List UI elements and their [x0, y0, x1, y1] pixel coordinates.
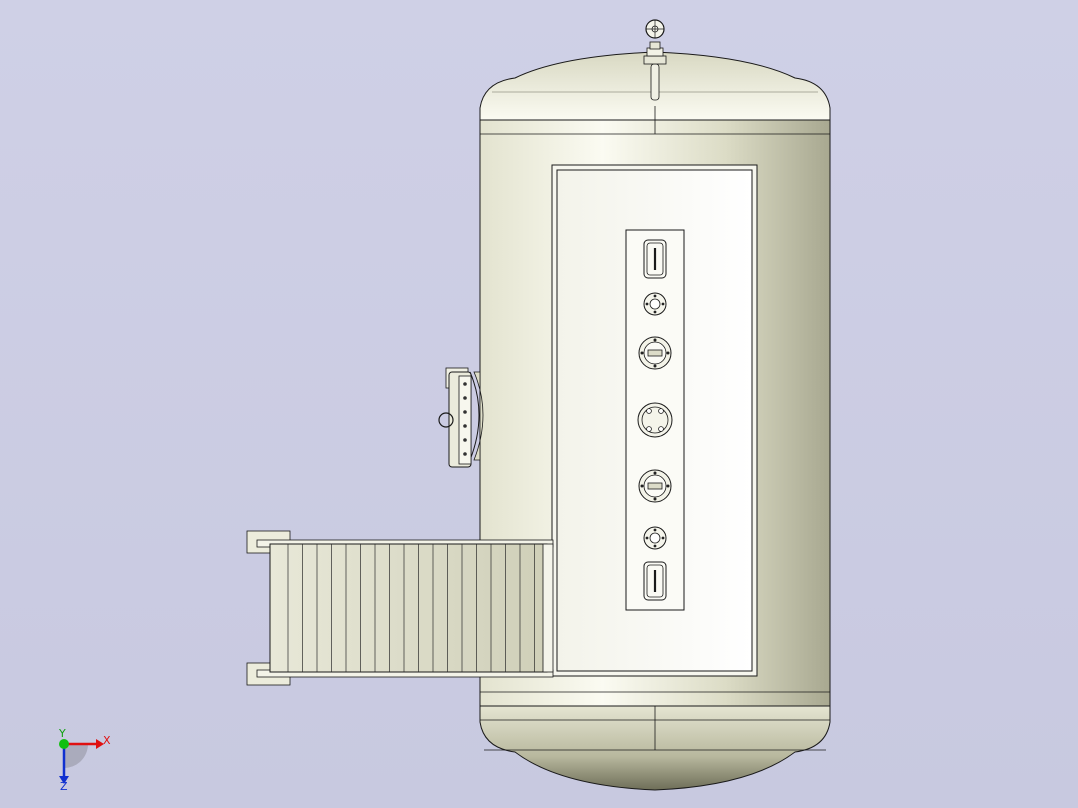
- x-arrowhead-icon: [96, 739, 104, 749]
- coordinate-triad: X Y Z: [58, 727, 111, 793]
- manway-handle-icon[interactable]: [438, 412, 454, 428]
- manway-bolts: [463, 382, 467, 456]
- top-valve[interactable]: [643, 19, 667, 101]
- ladder-body: [269, 543, 548, 673]
- manhole-flange-nozzle-icon[interactable]: [637, 402, 673, 438]
- y-axis-dot-icon: [59, 739, 69, 749]
- x-axis-label: X: [103, 734, 111, 747]
- small-flange-nozzle-icon[interactable]: [643, 526, 667, 550]
- ladder-platform[interactable]: [246, 530, 554, 686]
- ladder-rungs: [287, 544, 535, 672]
- sight-glass-nozzle-icon[interactable]: [643, 561, 667, 601]
- triad-quadrant: [64, 744, 88, 768]
- z-arrowhead-icon: [59, 776, 69, 784]
- small-flange-nozzle-icon[interactable]: [643, 292, 667, 316]
- side-manway[interactable]: [438, 367, 484, 468]
- z-axis-label: Z: [60, 780, 68, 793]
- large-flange-nozzle-icon[interactable]: [638, 336, 672, 370]
- nozzle-panel[interactable]: [625, 229, 685, 611]
- y-axis-label: Y: [58, 727, 66, 740]
- ladder-end-post: [542, 543, 554, 673]
- sight-glass-nozzle-icon[interactable]: [643, 239, 667, 279]
- large-flange-nozzle-icon[interactable]: [638, 469, 672, 503]
